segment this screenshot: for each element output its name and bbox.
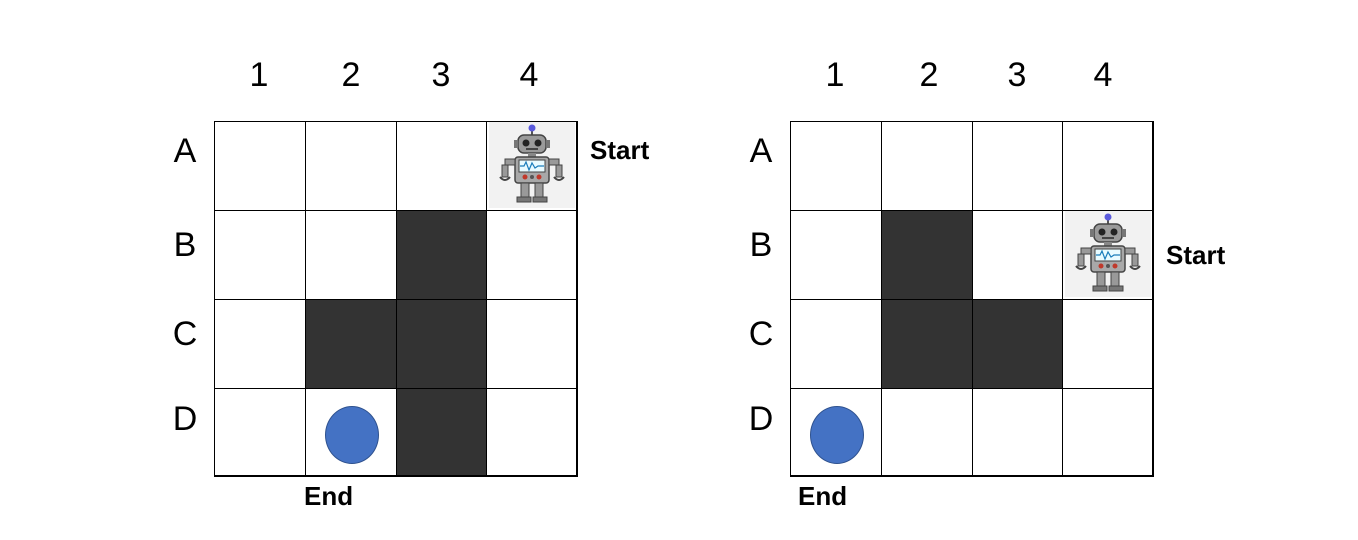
grid-cell-d4 bbox=[486, 388, 577, 476]
grid-left: 1 2 3 4 A B C D Start End bbox=[172, 56, 650, 511]
grid-cell-d4 bbox=[1062, 388, 1153, 476]
grid-cell-c4 bbox=[486, 299, 577, 389]
row-label-d: D bbox=[172, 400, 198, 438]
column-label-1: 1 bbox=[249, 56, 269, 94]
wall-cell-b3 bbox=[396, 210, 487, 300]
column-label-4: 4 bbox=[519, 56, 539, 94]
column-label-1: 1 bbox=[825, 56, 845, 94]
grid-cell-a3 bbox=[972, 121, 1063, 211]
end-goal-circle bbox=[325, 406, 379, 464]
wall-cell-c3 bbox=[396, 299, 487, 389]
end-label: End bbox=[798, 481, 848, 511]
grid-cell-a3 bbox=[396, 121, 487, 211]
row-label-c: C bbox=[748, 315, 774, 353]
grid-cell-d1 bbox=[790, 388, 882, 476]
grid-cell-a2 bbox=[305, 121, 397, 211]
column-label-3: 3 bbox=[1007, 56, 1027, 94]
grid-cell-d3 bbox=[972, 388, 1063, 476]
grid-cell-c1 bbox=[790, 299, 882, 389]
wall-cell-c2 bbox=[881, 299, 973, 389]
grid-cell-b4 bbox=[1062, 210, 1153, 300]
column-label-2: 2 bbox=[919, 56, 939, 94]
end-label: End bbox=[304, 481, 354, 511]
grid-cell-a1 bbox=[214, 121, 306, 211]
row-label-a: A bbox=[173, 132, 197, 170]
grid-cell-b1 bbox=[214, 210, 306, 300]
grid-cell-d2 bbox=[881, 388, 973, 476]
row-label-d: D bbox=[748, 400, 774, 438]
row-label-b: B bbox=[173, 226, 197, 264]
wall-cell-b2 bbox=[881, 210, 973, 300]
grid-cell-b3 bbox=[972, 210, 1063, 300]
grid-cell-b4 bbox=[486, 210, 577, 300]
robot-icon bbox=[489, 122, 575, 208]
grid-cell-a1 bbox=[790, 121, 882, 211]
wall-cell-d3 bbox=[396, 388, 487, 476]
grid-cell-c1 bbox=[214, 299, 306, 389]
start-label: Start bbox=[1166, 240, 1226, 270]
row-label-a: A bbox=[749, 132, 773, 170]
grid-cell-b2 bbox=[305, 210, 397, 300]
wall-cell-c3 bbox=[972, 299, 1063, 389]
grid-cell-d1 bbox=[214, 388, 306, 476]
grid-cell-a2 bbox=[881, 121, 973, 211]
grid-cell-b1 bbox=[790, 210, 882, 300]
column-label-2: 2 bbox=[341, 56, 361, 94]
wall-cell-c2 bbox=[305, 299, 397, 389]
column-label-4: 4 bbox=[1093, 56, 1113, 94]
end-goal-circle bbox=[810, 406, 864, 464]
maze-board bbox=[214, 121, 578, 477]
grid-cell-c4 bbox=[1062, 299, 1153, 389]
column-label-3: 3 bbox=[431, 56, 451, 94]
start-label: Start bbox=[590, 135, 650, 165]
maze-board bbox=[790, 121, 1154, 477]
robot-icon bbox=[1065, 211, 1151, 297]
row-label-c: C bbox=[172, 315, 198, 353]
grid-cell-a4 bbox=[1062, 121, 1153, 211]
row-label-b: B bbox=[749, 226, 773, 264]
